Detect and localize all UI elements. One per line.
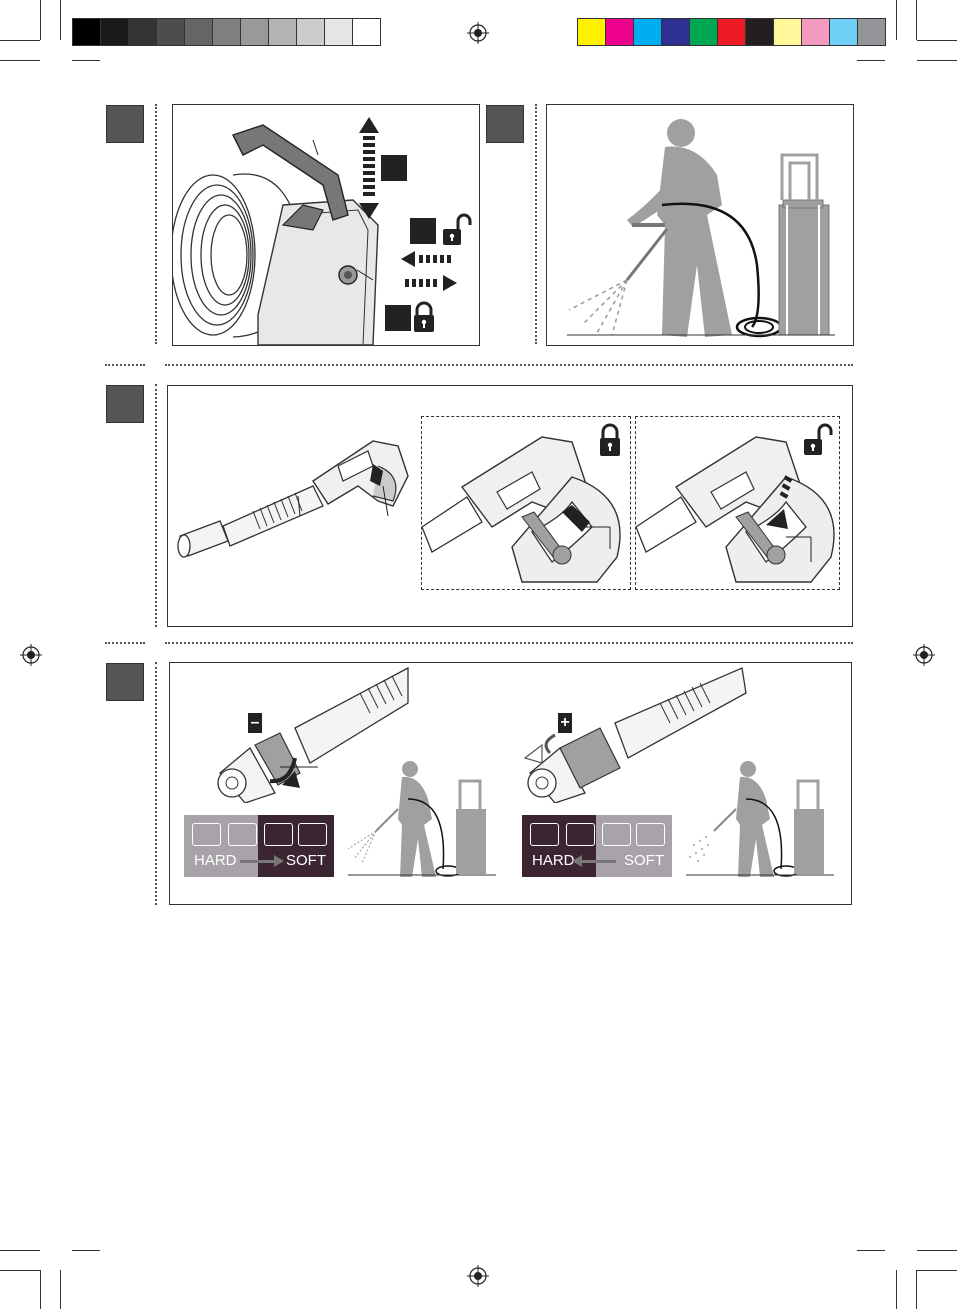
color-swatch [689,18,718,46]
color-swatch [352,18,381,46]
lock-icon [598,423,622,457]
car-icon [636,823,665,846]
hard-label: HARD [532,852,575,869]
dotted-separator [155,662,157,905]
arrow-soft-to-hard [582,860,616,863]
dotted-separator [535,104,537,344]
arrow-hard-to-soft [240,860,274,863]
dotted-separator [155,384,157,627]
spray-gun-illustration [168,386,428,627]
house-icon [228,823,257,846]
brick-icon [192,823,221,846]
step-box-2 [486,105,524,143]
color-swatch [184,18,213,46]
house-icon [566,823,595,846]
color-swatch [745,18,774,46]
hardness-scale-right: HARD SOFT [522,815,672,877]
color-swatch [268,18,297,46]
color-swatch [773,18,802,46]
color-swatch [577,18,606,46]
hard-label: HARD [194,852,237,869]
unlock-icon [440,213,472,247]
color-swatch [661,18,690,46]
color-swatch [324,18,353,46]
dotted-separator [165,642,853,644]
color-swatch [212,18,241,46]
step-box-3 [106,385,144,423]
color-swatch [801,18,830,46]
color-swatch [156,18,185,46]
soft-label: SOFT [286,852,326,869]
panel-spraying [546,104,854,346]
registration-mark-icon [467,22,489,44]
dotted-separator [165,364,853,366]
color-swatch [72,18,101,46]
color-swatch [829,18,858,46]
step-box-1 [106,105,144,143]
soft-label: SOFT [624,852,664,869]
lock-icon [413,301,435,333]
registration-mark-icon [467,1265,489,1287]
color-swatch [240,18,269,46]
registration-mark-icon [20,644,42,666]
unlock-icon [801,423,833,457]
color-swatch [128,18,157,46]
hardness-scale-left: HARD SOFT [184,815,334,877]
person-spraying-illustration [547,105,854,346]
person-spraying-small-illustration [686,759,836,879]
step-box-4 [106,663,144,701]
plus-sign: + [558,713,572,733]
dotted-separator [105,364,145,366]
car-icon [298,823,327,846]
minus-sign: – [248,713,262,733]
color-swatch [605,18,634,46]
panel-gun-lock [167,385,853,627]
fence-icon [602,823,631,846]
panel-handle-adjust [172,104,480,346]
registration-mark-icon [913,644,935,666]
brick-icon [530,823,559,846]
color-swatch [633,18,662,46]
color-swatch [296,18,325,46]
dotted-separator [105,642,145,644]
inset-gun-locked [421,416,631,590]
panel-nozzle-adjust: – HARD SOFT [169,662,852,905]
fence-icon [264,823,293,846]
color-swatch [100,18,129,46]
inset-gun-unlocked [635,416,840,590]
color-swatch [857,18,886,46]
dotted-separator [155,104,157,344]
color-swatch [717,18,746,46]
person-spraying-small-illustration [348,759,498,879]
